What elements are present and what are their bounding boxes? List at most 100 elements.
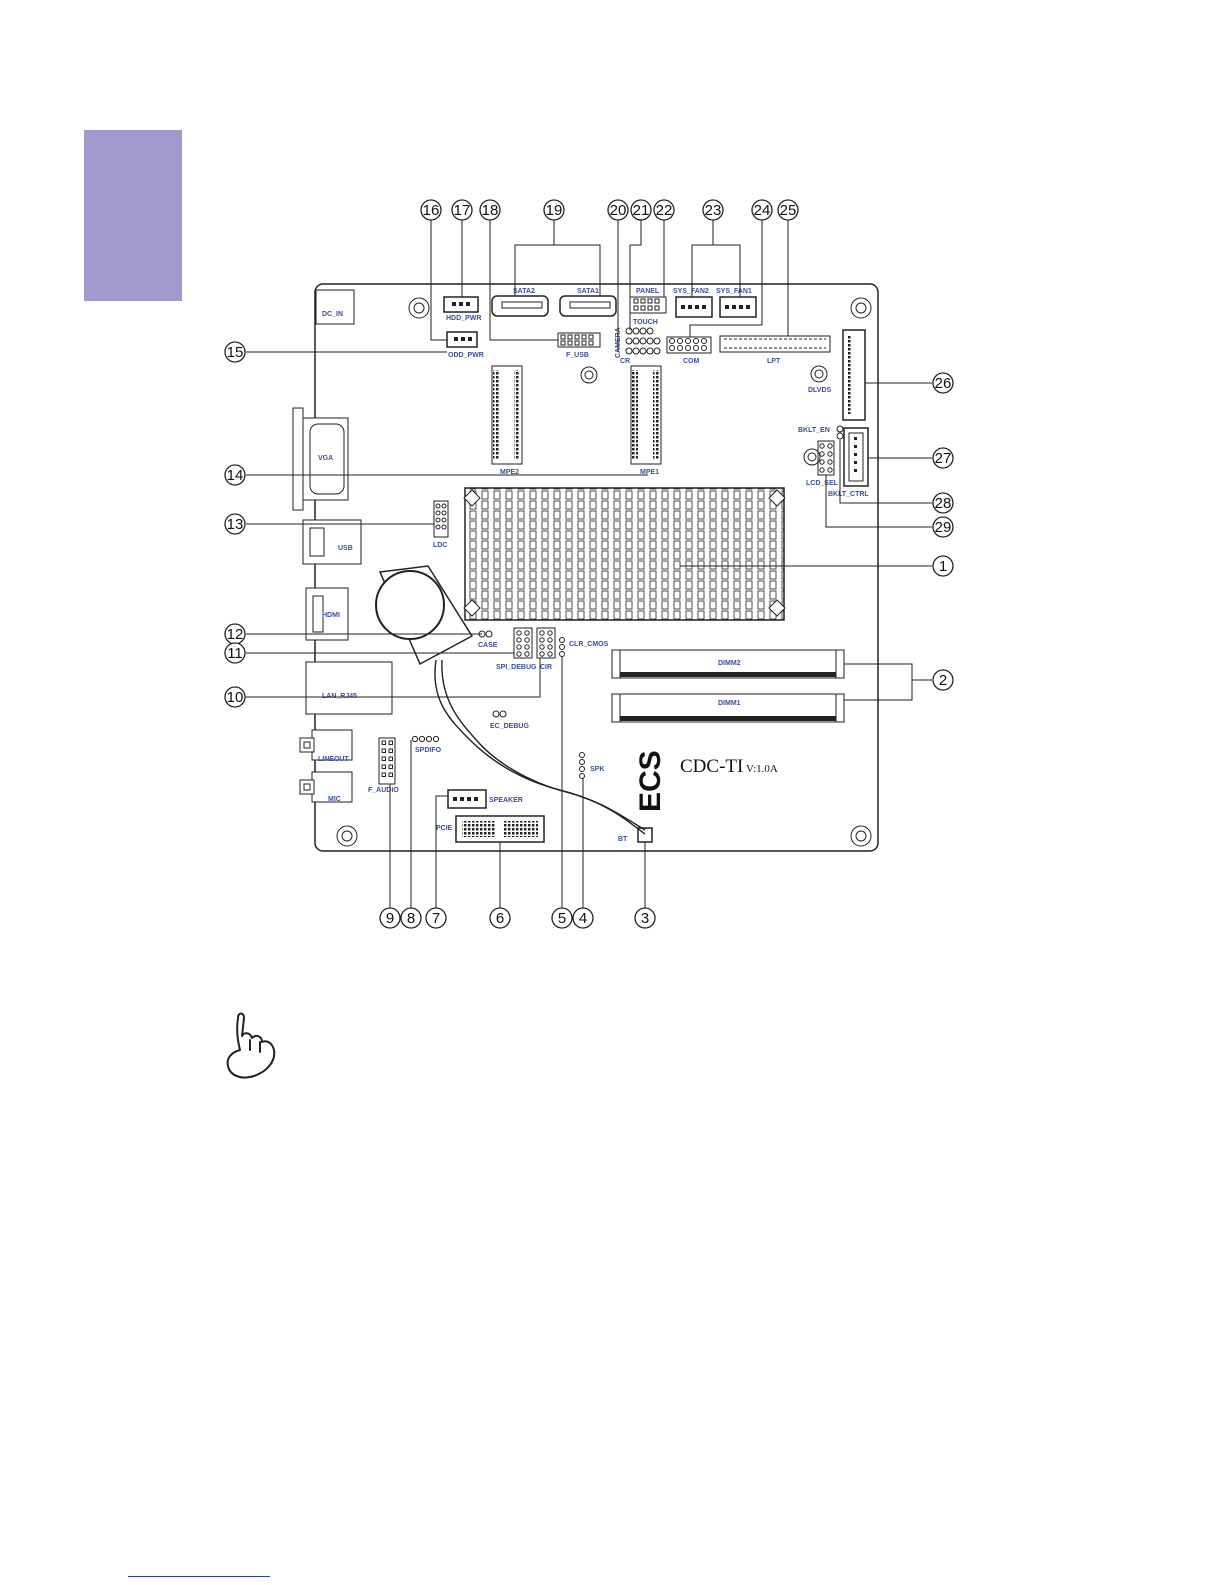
dimm1-label: DIMM1 [718,700,741,707]
spk-label: SPK [590,766,604,773]
mpe1-label: MPE1 [640,469,659,476]
speaker-label: SPEAKER [489,797,523,804]
lineout-jack [299,729,353,761]
usb-port [302,519,362,565]
f-audio-header [378,737,396,785]
bklt-ctrl-connector [843,427,869,487]
sata1-connector [559,295,617,317]
pcie-label: PCIE [436,825,453,832]
lcd-sel-label: LCD_SEL [806,480,839,487]
callout-7: 7 [432,910,440,927]
callout-15: 15 [227,344,244,361]
lan-rj45-port [305,661,393,715]
clr-cmos-label: CLR_CMOS [569,641,609,648]
callout-3: 3 [641,910,649,927]
hdd-pwr-label: HDD_PWR [446,315,481,322]
mounting-holes [336,297,872,847]
callout-5: 5 [558,910,566,927]
sata2-label: SATA2 [513,288,535,295]
lpt-header [719,335,831,353]
vga-label: VGA [318,455,333,462]
usb-label: USB [338,545,353,552]
spdifo-label: SPDIFO [415,747,442,754]
callout-26: 26 [935,375,952,392]
hdmi-port [305,587,349,641]
callout-29: 29 [935,519,952,536]
panel-label: PANEL [636,288,660,295]
touch-label: TOUCH [633,319,658,326]
hdmi-label: HDMI [322,612,340,619]
callout-circles [224,199,954,929]
case-label: CASE [478,642,498,649]
callout-13: 13 [227,516,244,533]
callout-25: 25 [780,202,797,219]
sys-fan2-connector [675,296,713,318]
camera-header [625,337,661,345]
vga-connector [292,407,349,511]
cr-header [625,347,661,355]
board-version: V:1.0A [746,763,778,775]
ec-debug-header [492,710,507,718]
mpe2-label: MPE2 [500,469,519,476]
leader-lines [246,220,932,908]
footer-rule [128,1576,270,1577]
dlvds-connector [842,329,866,421]
callout-14: 14 [227,467,244,484]
callout-24: 24 [754,202,771,219]
mic-label: MIC [328,796,341,803]
callout-12: 12 [227,626,244,643]
bklt-en-jumper [836,425,844,440]
touch-header [625,327,654,335]
cir-label: CIR [540,664,552,671]
callout-18: 18 [482,202,499,219]
f-usb-label: F_USB [566,352,589,359]
mic-jack [299,771,353,803]
cpu-heatsink [463,487,786,621]
bklt-en-label: BKLT_EN [798,427,830,434]
f-audio-label: F_AUDIO [368,787,399,794]
mpe2-slot [491,365,523,465]
com-label: COM [683,358,700,365]
callout-23: 23 [705,202,722,219]
ldc-label: LDC [433,542,447,549]
odd-pwr-label: ODD_PWR [448,352,484,359]
callout-11: 11 [227,645,243,662]
callout-19: 19 [546,202,563,219]
dimm2-label: DIMM2 [718,660,741,667]
ldc-header [433,500,449,538]
callout-10: 10 [227,689,244,706]
callout-8: 8 [407,910,415,927]
callout-21: 21 [633,202,650,219]
mpe1-slot [630,365,662,465]
callout-4: 4 [579,910,587,927]
callout-20: 20 [610,202,627,219]
callout-28: 28 [935,495,952,512]
callout-2: 2 [939,672,947,689]
dc-in-connector [315,289,355,325]
callout-17: 17 [454,202,471,219]
lcd-sel-jumper [817,440,835,476]
dimm1-slot [611,693,845,723]
lineout-label: LINEOUT [318,756,349,763]
cmos-battery [375,565,474,666]
spdifo-header [411,735,440,743]
ec-debug-label: EC_DEBUG [490,723,529,730]
spi-debug-label: SPI_DEBUG [496,664,537,671]
cir-header [536,627,556,659]
spk-header [579,752,585,779]
callout-1: 1 [939,558,947,575]
callout-6: 6 [496,910,504,927]
sata1-label: SATA1 [577,288,599,295]
dlvds-label: DLVDS [808,387,832,394]
dc-in-label: DC_IN [322,311,343,318]
callout-16: 16 [423,202,440,219]
pcie-slot [455,815,545,843]
sys-fan1-label: SYS_FAN1 [716,288,752,295]
callout-22: 22 [656,202,673,219]
lpt-label: LPT [767,358,781,365]
sys-fan2-label: SYS_FAN2 [673,288,709,295]
bt-label: BT [618,836,628,843]
chapter-tab [84,130,182,301]
pointing-hand-icon [226,1012,276,1079]
